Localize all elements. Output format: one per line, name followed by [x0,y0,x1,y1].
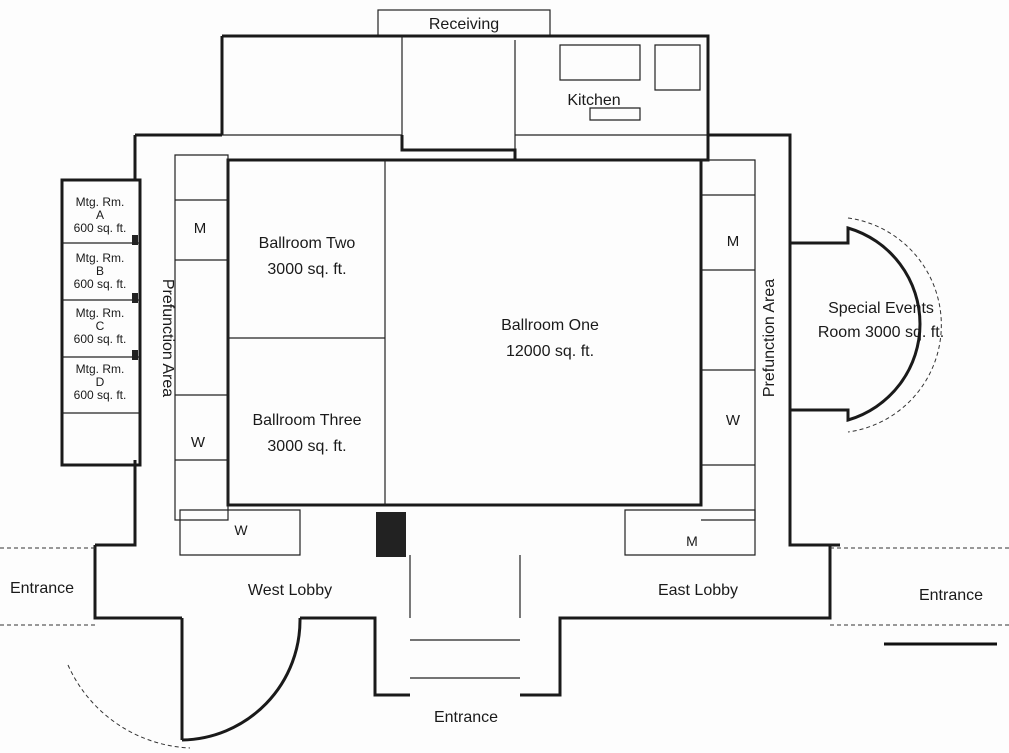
meeting-room-dividers [62,242,140,414]
label-west-lobby: West Lobby [248,582,332,599]
label-special-events-name: Special Events [828,300,934,317]
east-service-core [701,159,756,521]
label-kitchen: Kitchen [567,92,620,109]
label-ballroom-three-size: 3000 sq. ft. [267,438,346,455]
south-lobby-wall [93,545,832,697]
label-restroom-women-east: W [726,412,741,429]
south-west-wing [180,617,302,742]
label-entrance-west: Entrance [10,580,74,597]
ballroom-partitions [228,160,386,505]
label-mtg-b-size: 600 sq. ft. [74,277,127,291]
label-restroom-women-southwest: W [234,522,248,538]
west-outer-wall [95,135,137,547]
label-east-lobby: East Lobby [658,582,738,599]
west-service-core [174,154,229,521]
label-mtg-b-title: Mtg. Rm. [76,251,125,265]
label-mtg-b-letter: B [96,264,104,278]
label-ballroom-two-size: 3000 sq. ft. [267,261,346,278]
south-vestibule [410,639,520,679]
north-east-outer-wall [135,133,840,547]
label-mtg-c-title: Mtg. Rm. [76,306,125,320]
label-ballroom-two-name: Ballroom Two [259,235,356,252]
label-entrance-east: Entrance [919,587,983,604]
label-prefunction-west: Prefunction Area [159,279,176,397]
label-mtg-a-size: 600 sq. ft. [74,221,127,235]
partition-marker [132,235,138,245]
label-entrance-south: Entrance [434,709,498,726]
partition-marker [132,350,138,360]
label-ballroom-one-size: 12000 sq. ft. [506,343,594,360]
special-events-room [790,225,922,423]
kitchen-fixtures [559,44,701,121]
walkway-lines [0,547,1009,626]
south-west-restroom [179,509,301,556]
service-partitions [222,36,708,160]
label-restroom-men-southeast: M [686,533,698,549]
label-mtg-a-letter: A [96,208,104,222]
label-prefunction-east: Prefunction Area [761,279,778,397]
label-mtg-a-title: Mtg. Rm. [76,195,125,209]
lobby-partitions [409,555,521,618]
label-mtg-c-size: 600 sq. ft. [74,332,127,346]
south-east-restroom [624,509,756,556]
label-restroom-men-east: M [727,233,740,250]
label-restroom-men-west: M [194,220,207,237]
partition-marker [132,293,138,303]
label-ballroom-one-name: Ballroom One [501,317,599,334]
north-service-wall [222,34,710,135]
label-mtg-c-letter: C [96,319,105,333]
label-ballroom-three-name: Ballroom Three [252,412,361,429]
label-receiving: Receiving [429,16,499,33]
stair [376,512,406,557]
label-mtg-d-title: Mtg. Rm. [76,362,125,376]
label-mtg-d-letter: D [96,375,105,389]
label-special-events-size: Room 3000 sq. ft. [818,324,944,341]
south-west-arc-walk [67,664,191,749]
special-events-terrace [847,217,942,433]
meeting-rooms-wing [60,178,142,467]
label-mtg-d-size: 600 sq. ft. [74,388,127,402]
label-restroom-women-west: W [191,434,206,451]
